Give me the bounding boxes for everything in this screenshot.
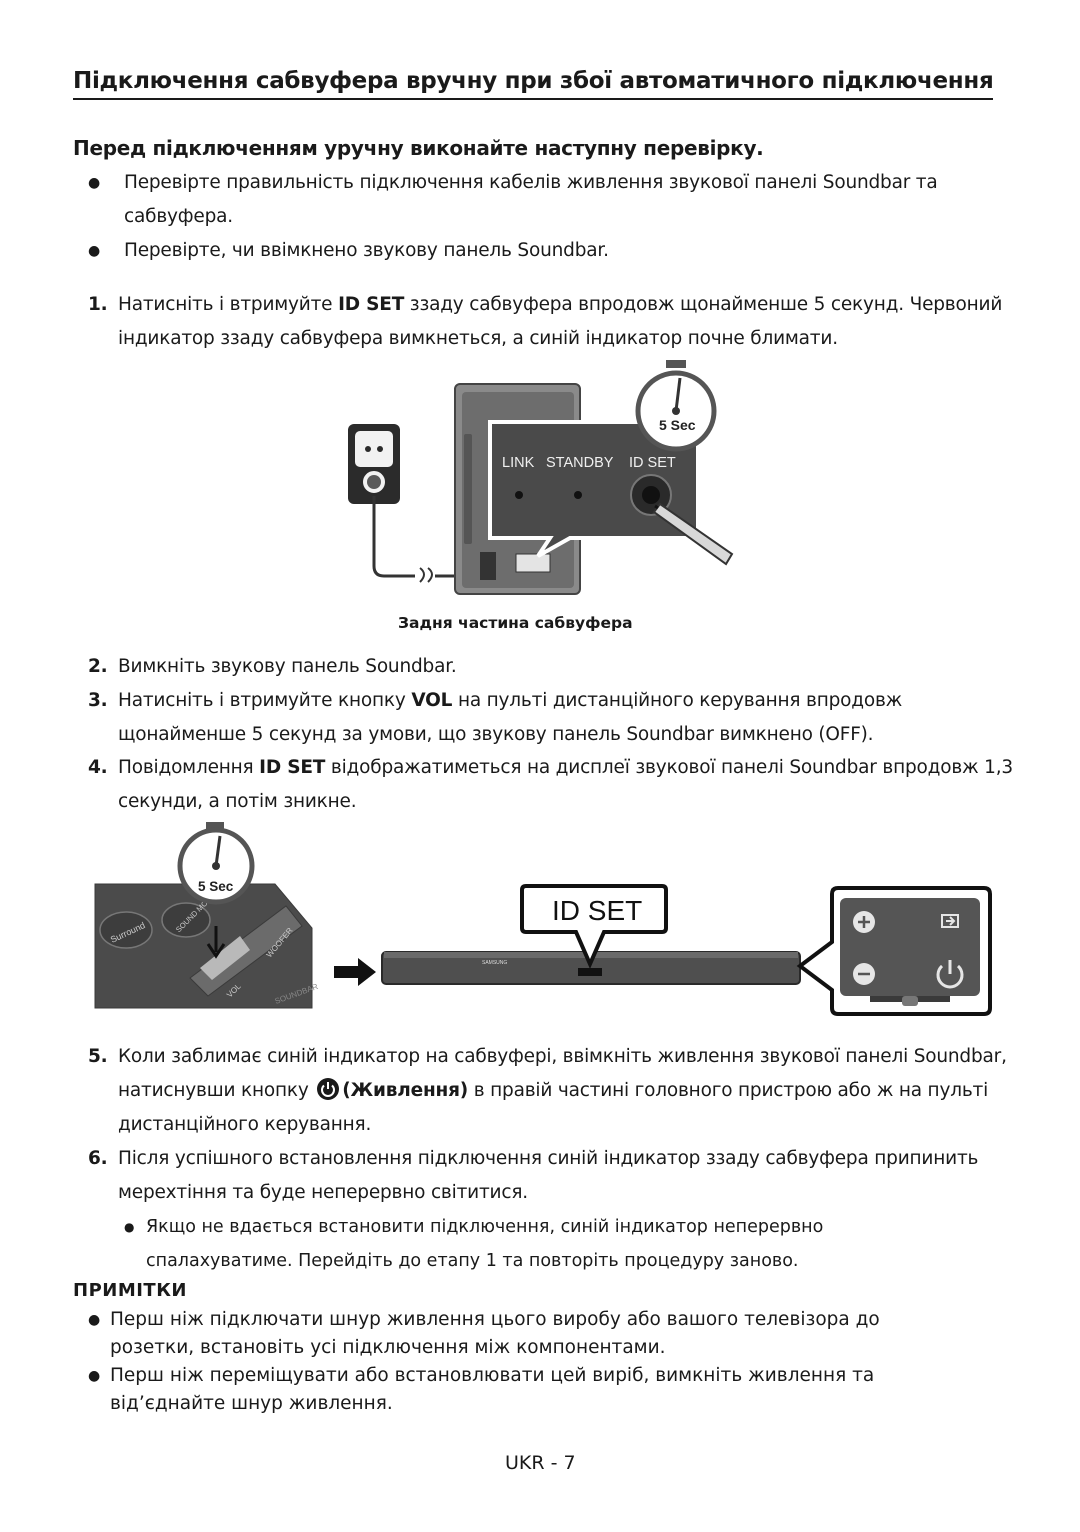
sub-bullet-text: Якщо не вдається встановити підключення,… xyxy=(146,1217,824,1271)
display-text: ID SET xyxy=(552,895,642,926)
panel-label-link: LINK xyxy=(502,455,535,471)
step-text: Натисніть і втримуйте кнопку VOL на пуль… xyxy=(118,690,903,745)
key-label: ID SET xyxy=(338,294,405,315)
soundbar-brand: SAMSUNG xyxy=(482,960,507,966)
step-number: 5. xyxy=(88,1046,108,1067)
key-label: ID SET xyxy=(259,757,326,778)
step-text: Коли заблимає синій індикатор на сабвуфе… xyxy=(118,1046,1007,1135)
panel-label-standby: STANDBY xyxy=(546,455,614,471)
sound-mode-button[interactable] xyxy=(161,902,211,938)
side-panel xyxy=(840,898,980,996)
step-text: Повідомлення ID SET відображатиметься на… xyxy=(118,757,1014,812)
surround-button[interactable] xyxy=(99,911,153,949)
step-number: 4. xyxy=(88,757,108,778)
figure-caption: Задня частина сабвуфера xyxy=(398,614,633,632)
timer-label: 5 Sec xyxy=(659,417,696,433)
wall-socket-icon xyxy=(348,424,400,504)
stopwatch-icon: 5 Sec xyxy=(177,822,255,905)
bullet-icon: ● xyxy=(88,175,101,191)
timer-label: 5 Sec xyxy=(198,879,234,894)
stopwatch-icon: 5 Sec xyxy=(635,360,717,452)
standby-indicator xyxy=(574,491,582,499)
step-text: Вимкніть звукову панель Soundbar. xyxy=(118,656,457,677)
soundbar-figure: Surround SOUND MODE WOOFER VOL SOUNDBAR … xyxy=(94,822,992,1016)
page-number: UKR - 7 xyxy=(505,1452,576,1474)
bullet-icon: ● xyxy=(88,1368,101,1384)
step-text: Після успішного встановлення підключення… xyxy=(118,1148,979,1203)
page-title: Підключення сабвуфера вручну при збої ав… xyxy=(73,68,994,100)
press-arrow-icon xyxy=(206,926,226,959)
pen-icon xyxy=(652,502,734,566)
step-number: 6. xyxy=(88,1148,108,1169)
subwoofer-rear-figure: LINK STANDBY ID SET 5 Sec xyxy=(348,360,734,595)
arrow-right-icon xyxy=(334,958,376,986)
check-text: Перевірте, чи ввімкнено звукову панель S… xyxy=(124,240,609,261)
step-text: Натисніть і втримуйте ID SET ззаду сабву… xyxy=(118,294,1003,349)
soundbar-display xyxy=(578,968,602,976)
source-icon[interactable] xyxy=(941,914,959,928)
display-callout xyxy=(520,884,668,969)
step-number: 2. xyxy=(88,656,108,677)
step-number: 1. xyxy=(88,294,108,315)
link-indicator xyxy=(515,491,523,499)
power-icon xyxy=(317,1078,340,1100)
bullet-icon: ● xyxy=(124,1220,135,1234)
power-icon[interactable] xyxy=(936,960,964,989)
section-subtitle: Перед підключенням уручну виконайте наст… xyxy=(73,136,764,160)
notes-title: ПРИМІТКИ xyxy=(73,1280,187,1301)
bullet-icon: ● xyxy=(88,243,101,259)
power-port xyxy=(480,552,496,580)
key-label: VOL xyxy=(411,690,453,711)
step-number: 3. xyxy=(88,690,108,711)
remote-closeup: Surround SOUND MODE WOOFER VOL SOUNDBAR xyxy=(94,883,319,1009)
power-cable xyxy=(372,496,415,578)
key-label: (Живлення) xyxy=(342,1080,469,1101)
bullet-icon: ● xyxy=(88,1312,101,1328)
panel-label-idset: ID SET xyxy=(629,455,676,471)
check-text: Перевірте правильність підключення кабел… xyxy=(124,172,938,227)
note-text: Перш ніж переміщувати або встановлювати … xyxy=(110,1365,875,1414)
note-text: Перш ніж підключати шнур живлення цього … xyxy=(110,1309,880,1358)
